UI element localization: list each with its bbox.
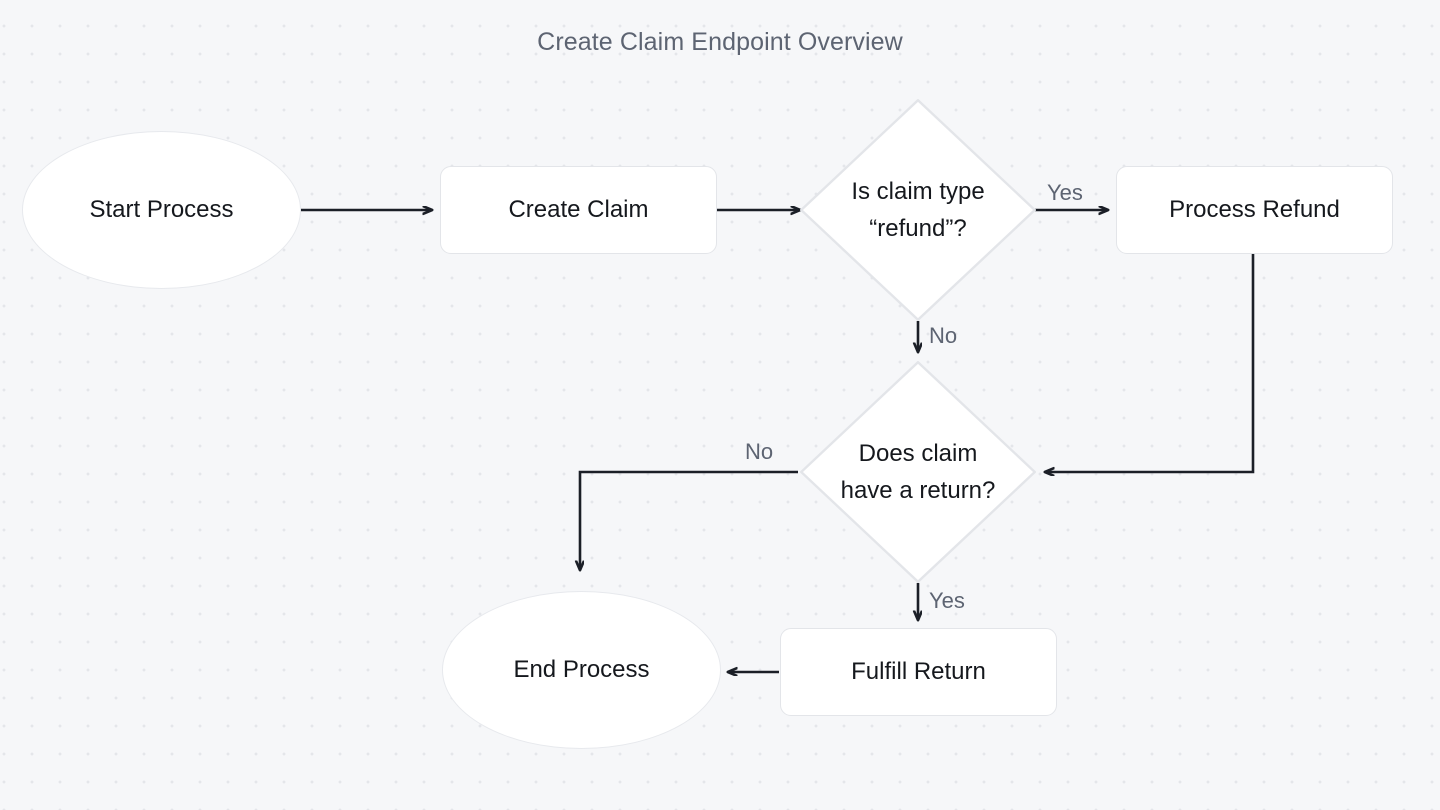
edge-label-refund-no: No — [929, 323, 958, 348]
node-create-claim-label: Create Claim — [508, 196, 649, 224]
node-start-process-label: Start Process — [89, 196, 234, 224]
node-start-process[interactable]: Start Process — [22, 131, 301, 289]
node-does-claim-have-return-line2: have a return? — [840, 477, 996, 504]
node-does-claim-have-return-label: Does claim have a return? — [835, 435, 1002, 509]
node-is-claim-type-refund-label: Is claim type “refund”? — [845, 173, 990, 247]
node-process-refund-label: Process Refund — [1169, 196, 1340, 224]
diamond-shape-has-return — [800, 361, 1036, 583]
node-fulfill-return[interactable]: Fulfill Return — [780, 628, 1057, 716]
edge-label-return-yes: Yes — [929, 588, 965, 613]
edge-label-refund-yes: Yes — [1047, 180, 1083, 205]
edge-label-return-no: No — [745, 439, 774, 464]
node-end-process[interactable]: End Process — [442, 591, 721, 749]
node-does-claim-have-return-line1: Does claim — [858, 439, 978, 467]
edge-has-return-no-to-end — [580, 470, 798, 570]
diamond-shape-is-refund — [800, 99, 1036, 321]
node-process-refund[interactable]: Process Refund — [1116, 166, 1393, 254]
node-is-claim-type-refund-line2: “refund”? — [869, 215, 967, 242]
node-does-claim-have-return[interactable]: Does claim have a return? — [800, 361, 1036, 583]
edge-process-refund-to-has-return — [1045, 254, 1255, 472]
node-create-claim[interactable]: Create Claim — [440, 166, 717, 254]
node-end-process-label: End Process — [513, 656, 650, 684]
page-title: Create Claim Endpoint Overview — [537, 28, 903, 56]
node-fulfill-return-label: Fulfill Return — [851, 658, 986, 686]
node-is-claim-type-refund-line1: Is claim type — [851, 177, 985, 205]
node-is-claim-type-refund[interactable]: Is claim type “refund”? — [800, 99, 1036, 321]
